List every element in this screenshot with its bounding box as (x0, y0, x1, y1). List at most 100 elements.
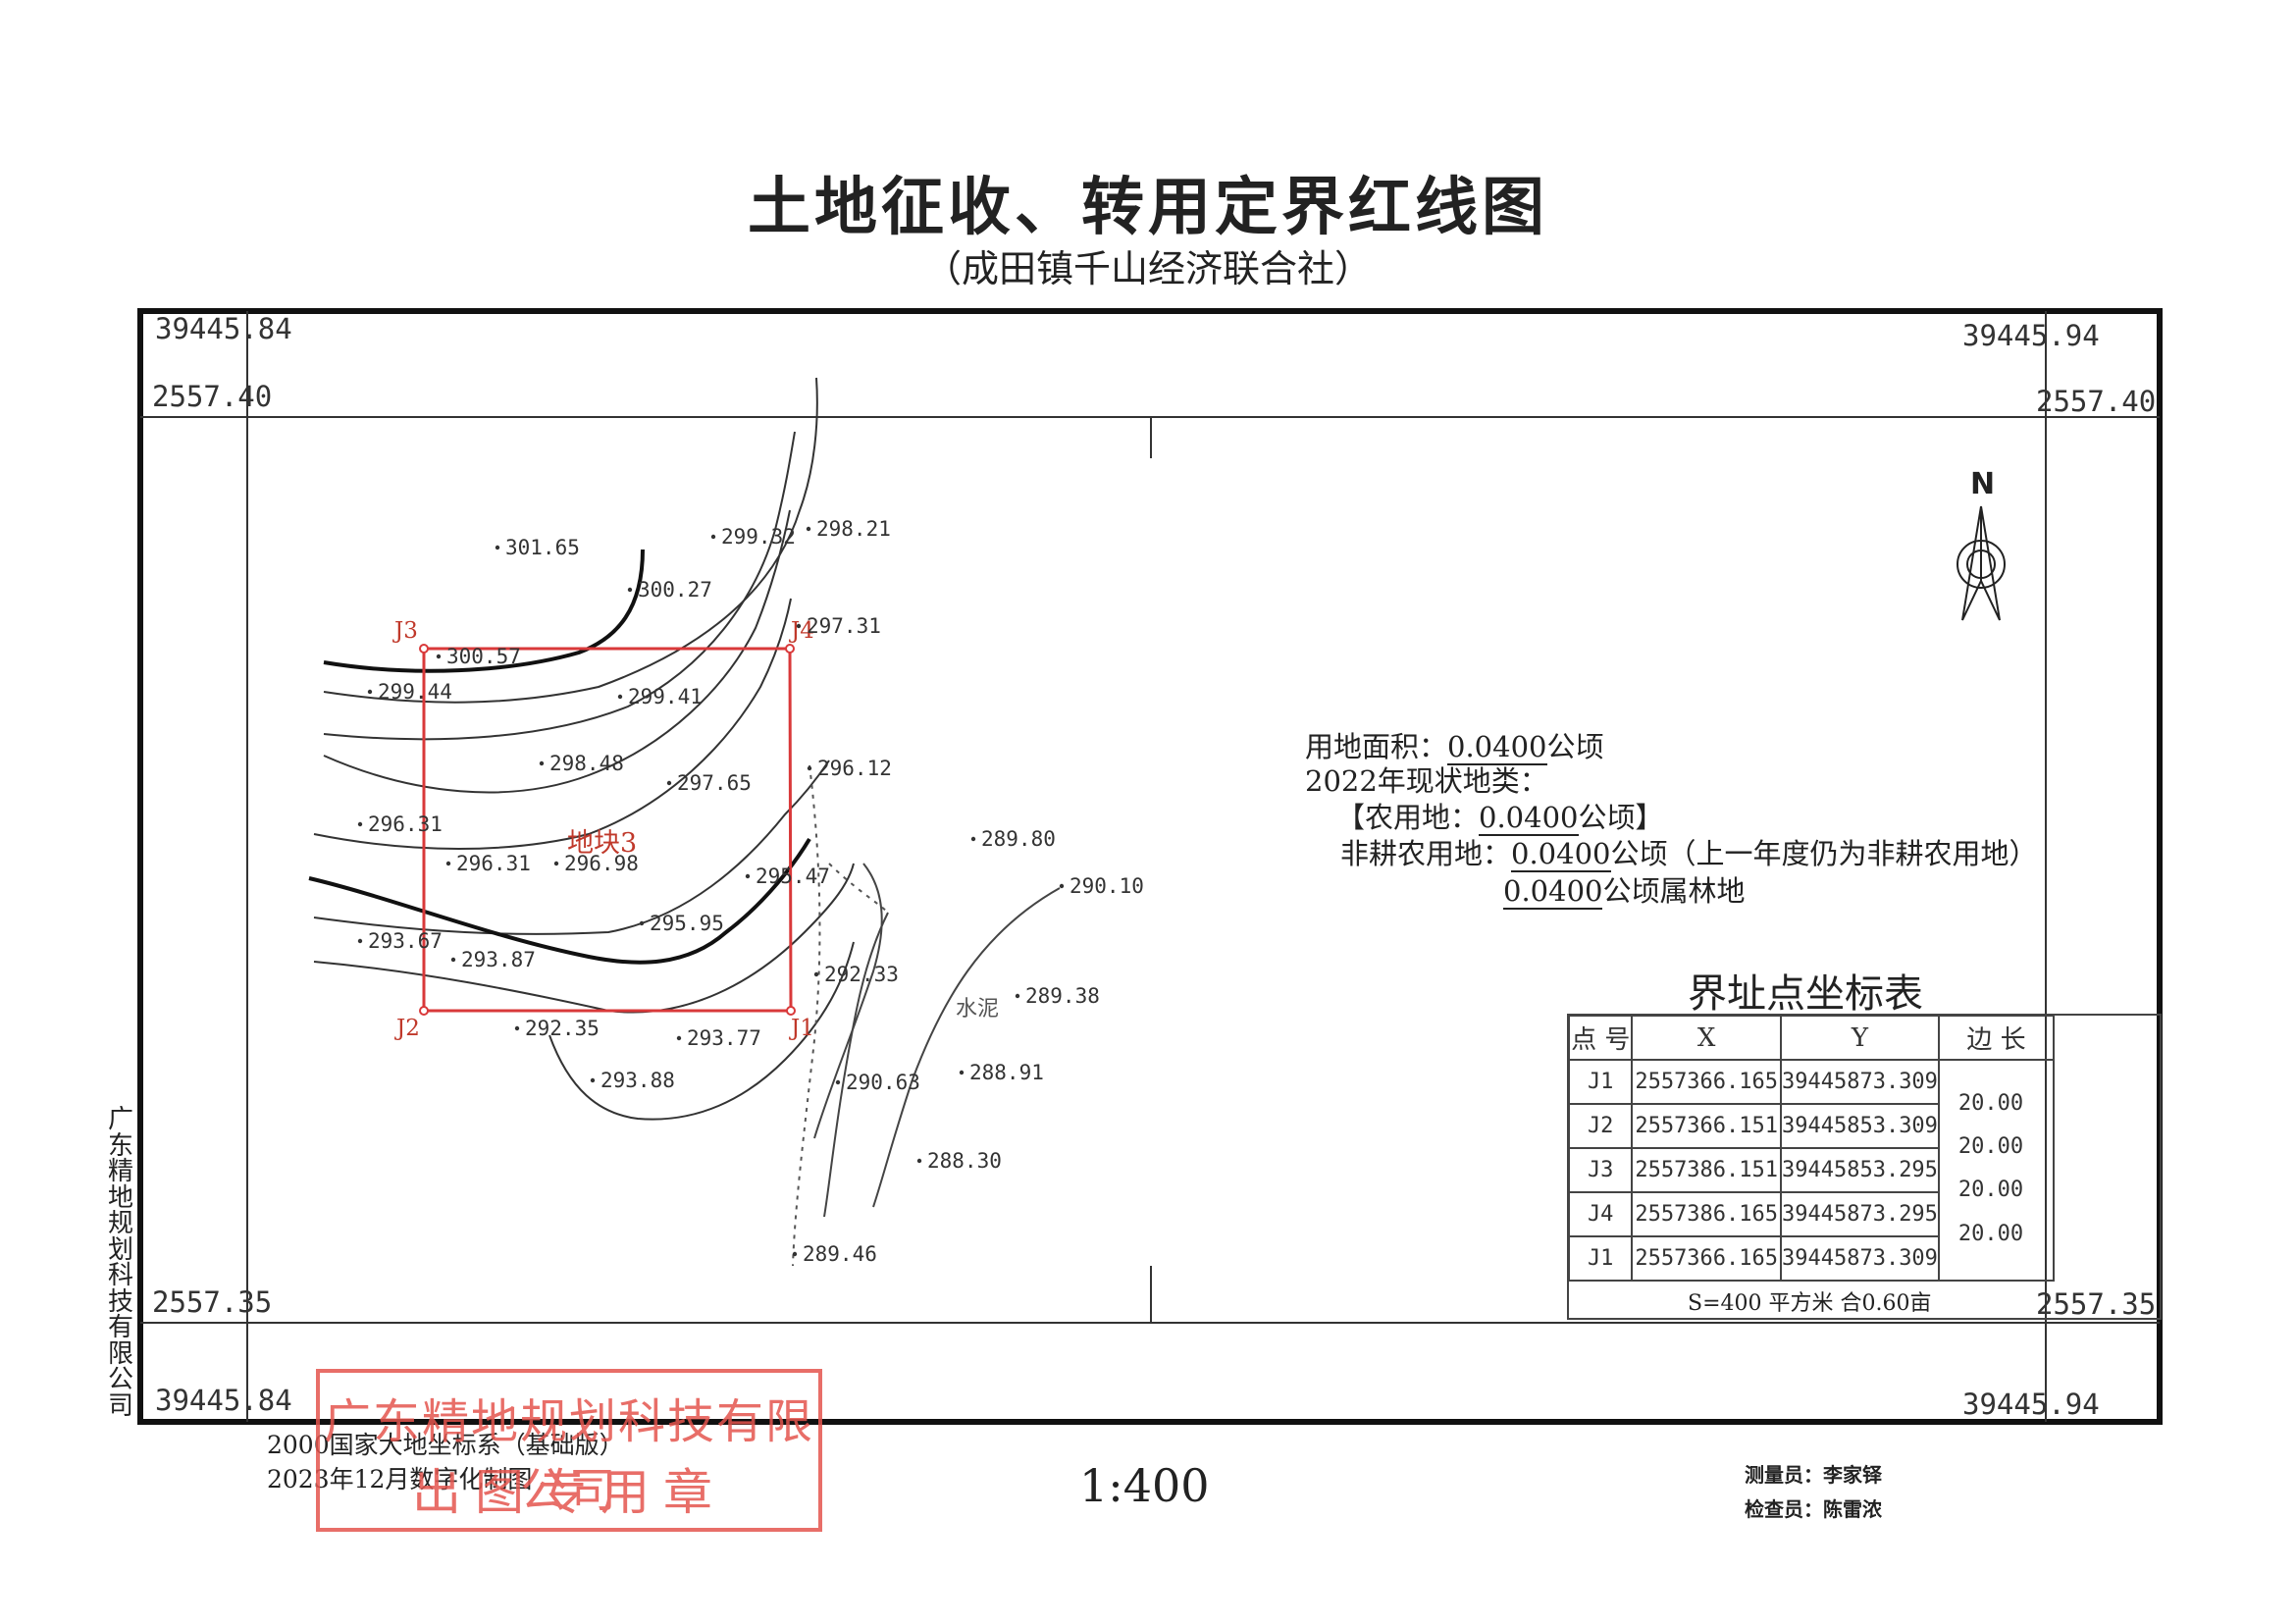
elevation-point (710, 534, 716, 540)
elevation-point (357, 821, 363, 827)
corner-bl-y: 39445.84 (155, 1384, 292, 1417)
farm-value: 0.0400 (1479, 801, 1579, 836)
elevation-label: 299.32 (721, 525, 796, 549)
elevation-label: 288.91 (969, 1061, 1044, 1084)
elevation-label: 300.57 (446, 645, 521, 668)
corner-tr-x: 2557.40 (2036, 385, 2157, 418)
elevation-point (445, 861, 451, 866)
elevation-point (970, 836, 976, 842)
elevation-point (796, 623, 802, 629)
elevation-point (676, 1035, 682, 1041)
elevation-label: 290.63 (846, 1071, 920, 1094)
elevation-point (959, 1070, 965, 1075)
elevation-point (450, 957, 456, 963)
elevation-point (357, 938, 363, 944)
coord-table-title: 界址点坐标表 (1688, 971, 1923, 1017)
header-edge: 边 长 (1937, 1015, 2056, 1061)
corner-br-y: 39445.94 (1962, 1388, 2100, 1421)
checker: 检查员：陈雷浓 (1745, 1497, 1882, 1521)
elevation-label: 293.67 (368, 929, 443, 953)
elevation-label: 293.87 (461, 948, 536, 971)
north-arrow (1957, 505, 2006, 621)
elevation-point (1059, 883, 1065, 889)
map-subtitle: （成田镇千山经济联合社） (923, 247, 1372, 290)
elevation-point (806, 526, 811, 532)
elevation-label: 299.41 (628, 685, 703, 708)
elevation-point (792, 1251, 798, 1257)
elevation-label: 293.77 (687, 1026, 761, 1050)
elevation-label: 297.65 (677, 771, 752, 795)
elevation-label: 289.80 (981, 827, 1056, 851)
elevation-point (495, 545, 500, 550)
elevation-point (639, 920, 645, 926)
elevation-label: 292.35 (525, 1017, 600, 1040)
corner-tl-x: 2557.40 (152, 380, 273, 413)
elevation-label: 292.33 (824, 963, 899, 986)
company-stamp: 广东精地规划科技有限公司 出图专用章 (316, 1369, 822, 1532)
elevation-label: 300.27 (638, 578, 712, 602)
label-j3: J3 (392, 618, 418, 644)
edge-length: 20.00 (1957, 1091, 2024, 1116)
elevation-point (590, 1077, 596, 1083)
elevation-label: 290.10 (1070, 874, 1144, 898)
elevation-point (367, 689, 373, 695)
area-value: 0.0400 (1447, 730, 1547, 765)
elevation-label: 297.31 (807, 614, 881, 638)
corner-tr-y: 39445.94 (1962, 319, 2100, 352)
elevation-point (514, 1025, 520, 1031)
header-x: X (1631, 1015, 1782, 1061)
elevation-point (807, 765, 812, 771)
elevation-point (1015, 993, 1020, 999)
elevation-label: 298.48 (549, 752, 624, 775)
forest-line: 0.0400公顷属林地 (1503, 874, 1746, 910)
point-j4 (785, 644, 795, 654)
elevation-point (539, 760, 545, 766)
corner-br-x: 2557.35 (2036, 1287, 2157, 1321)
scale-label: 1:400 (1079, 1459, 1210, 1512)
area-line: 用地面积：0.0400公顷 (1305, 730, 1604, 765)
elevation-label: 299.44 (378, 680, 452, 704)
surveyor: 测量员：李家铎 (1745, 1463, 1882, 1487)
label-j4: J4 (789, 618, 814, 644)
edge-length: 20.00 (1957, 1222, 2024, 1246)
elevation-point (813, 971, 819, 977)
elevation-label: 301.65 (505, 536, 580, 559)
elevation-label: 296.12 (817, 757, 892, 780)
label-j2: J2 (394, 1016, 420, 1041)
parcel-label: 地块3 (567, 828, 637, 859)
elevation-point (617, 694, 623, 700)
point-j2 (419, 1006, 429, 1016)
elevation-point (916, 1158, 922, 1164)
point-j3 (419, 644, 429, 654)
map-title: 土地征收、转用定界红线图 (748, 172, 1548, 244)
elevation-label: 296.98 (564, 852, 639, 875)
elevation-label: 295.47 (756, 864, 830, 888)
date-note: 2023年12月数字化制图 (267, 1465, 533, 1493)
north-label: N (1970, 467, 1995, 501)
elevation-label: 296.31 (456, 852, 531, 875)
area-note: S=400 平方米 合0.60亩 (1688, 1291, 1932, 1316)
point-j1 (786, 1006, 796, 1016)
outer-frame (137, 308, 2163, 1425)
elevation-label: 293.88 (600, 1069, 675, 1092)
company-vertical-text: 广东精地规划科技有限公司 (107, 1105, 133, 1421)
elevation-label: 295.95 (650, 912, 724, 935)
road-label: 水泥 (956, 997, 999, 1022)
elevation-label: 289.46 (803, 1242, 877, 1266)
nonfarm-line: 非耕农用地：0.0400公顷（上一年度仍为非耕农用地） (1340, 837, 2038, 872)
nonfarm-value: 0.0400 (1511, 837, 1611, 872)
header-point: 点 号 (1567, 1015, 1634, 1061)
coord-table-box (1567, 1014, 2162, 1320)
header-y: Y (1779, 1015, 1940, 1061)
elevation-label: 289.38 (1025, 984, 1100, 1008)
status-label: 2022年现状地类： (1305, 764, 1548, 798)
label-j1: J1 (789, 1016, 814, 1041)
elevation-point (553, 861, 559, 866)
corner-bl-x: 2557.35 (152, 1285, 273, 1319)
